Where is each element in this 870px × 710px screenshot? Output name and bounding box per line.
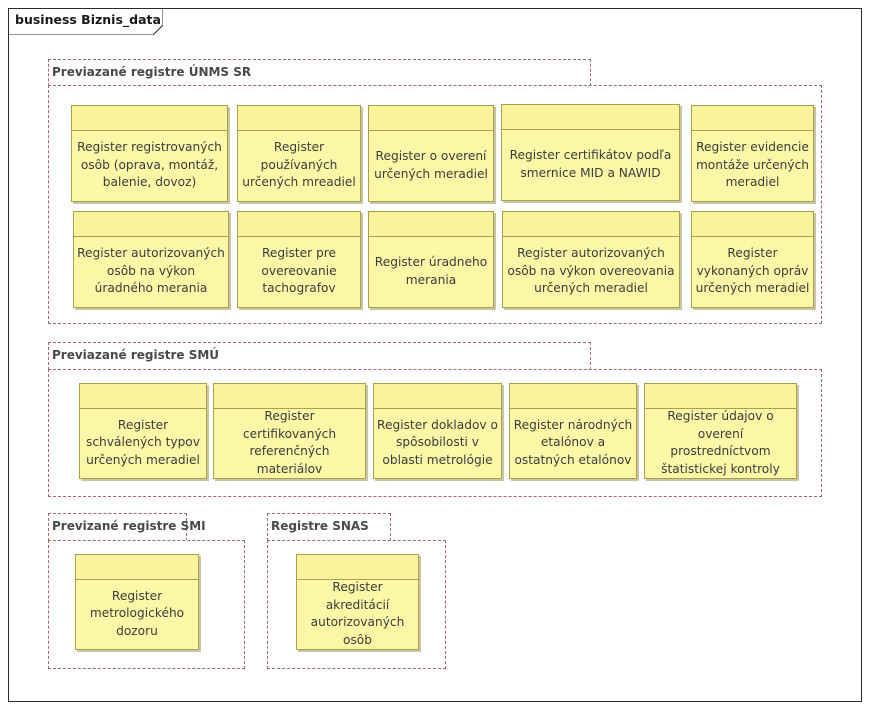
register-element-label: Register o overení určených meradiel: [374, 149, 488, 181]
register-element-label: Register schválených typov určených mera…: [86, 417, 200, 467]
register-element-label: Register dokladov o spôsobilosti v oblas…: [377, 417, 498, 467]
package-snas-tab: [267, 513, 391, 541]
register-element[interactable]: Register metrologického dozoru: [75, 554, 199, 650]
register-element[interactable]: Register schválených typov určených mera…: [79, 383, 207, 479]
register-element[interactable]: Register evidencie montáže určených mera…: [691, 105, 814, 202]
register-element[interactable]: Register úradneho merania: [368, 211, 494, 308]
package-label: Previazané registre SMÚ: [52, 348, 220, 362]
register-element-label: Register národných etalónov a ostatných …: [513, 417, 633, 467]
package-label: Previzané registre SMI: [52, 519, 206, 533]
package-smi-tab: [48, 513, 187, 541]
register-element[interactable]: Register certifikátov podľa smernice MID…: [501, 104, 680, 201]
diagram-title: business Biznis_data: [15, 12, 161, 27]
register-element[interactable]: Register autorizovaných osôb na výkon úr…: [73, 211, 229, 308]
register-element[interactable]: Register vykonaných opráv určených merad…: [691, 211, 814, 308]
register-element-label: Register pre overeovanie tachografov: [261, 246, 337, 296]
register-element-label: Register používaných určených mreadiel: [242, 140, 356, 190]
register-element-label: Register údajov o overení prostredníctvo…: [661, 409, 780, 476]
register-element-label: Register autorizovaných osôb na výkon ov…: [507, 246, 675, 296]
package-smu-tab: [48, 342, 591, 370]
register-element[interactable]: Register dokladov o spôsobilosti v oblas…: [373, 383, 502, 479]
register-element[interactable]: Register registrovaných osôb (oprava, mo…: [71, 105, 228, 202]
package-label: Registre SNAS: [271, 519, 369, 533]
register-element[interactable]: Register certifikovaných referenčných ma…: [213, 383, 366, 479]
register-element[interactable]: Register národných etalónov a ostatných …: [509, 383, 637, 479]
register-element-label: Register evidencie montáže určených mera…: [695, 140, 810, 190]
register-element[interactable]: Register pre overeovanie tachografov: [237, 211, 361, 308]
register-element-label: Register autorizovaných osôb na výkon úr…: [77, 246, 225, 296]
register-element-label: Register akreditácií autorizovaných osôb: [310, 580, 405, 647]
register-element-label: Register certifikovaných referenčných ma…: [242, 409, 337, 476]
register-element-label: Register úradneho merania: [374, 255, 488, 287]
package-unms-tab: [48, 59, 591, 86]
register-element[interactable]: Register údajov o overení prostredníctvo…: [644, 383, 797, 479]
register-element-label: Register registrovaných osôb (oprava, mo…: [77, 140, 222, 190]
package-label: Previazané registre ÚNMS SR: [52, 65, 252, 79]
register-element-label: Register certifikátov podľa smernice MID…: [509, 148, 672, 180]
register-element-label: Register vykonaných opráv určených merad…: [695, 246, 810, 296]
diagram-frame: [8, 8, 862, 702]
register-element[interactable]: Register autorizovaných osôb na výkon ov…: [502, 211, 680, 308]
register-element[interactable]: Register používaných určených mreadiel: [237, 105, 361, 202]
register-element[interactable]: Register akreditácií autorizovaných osôb: [296, 554, 419, 650]
register-element[interactable]: Register o overení určených meradiel: [368, 105, 494, 202]
register-element-label: Register metrologického dozoru: [89, 588, 185, 638]
frame-title-tab: [8, 8, 163, 35]
